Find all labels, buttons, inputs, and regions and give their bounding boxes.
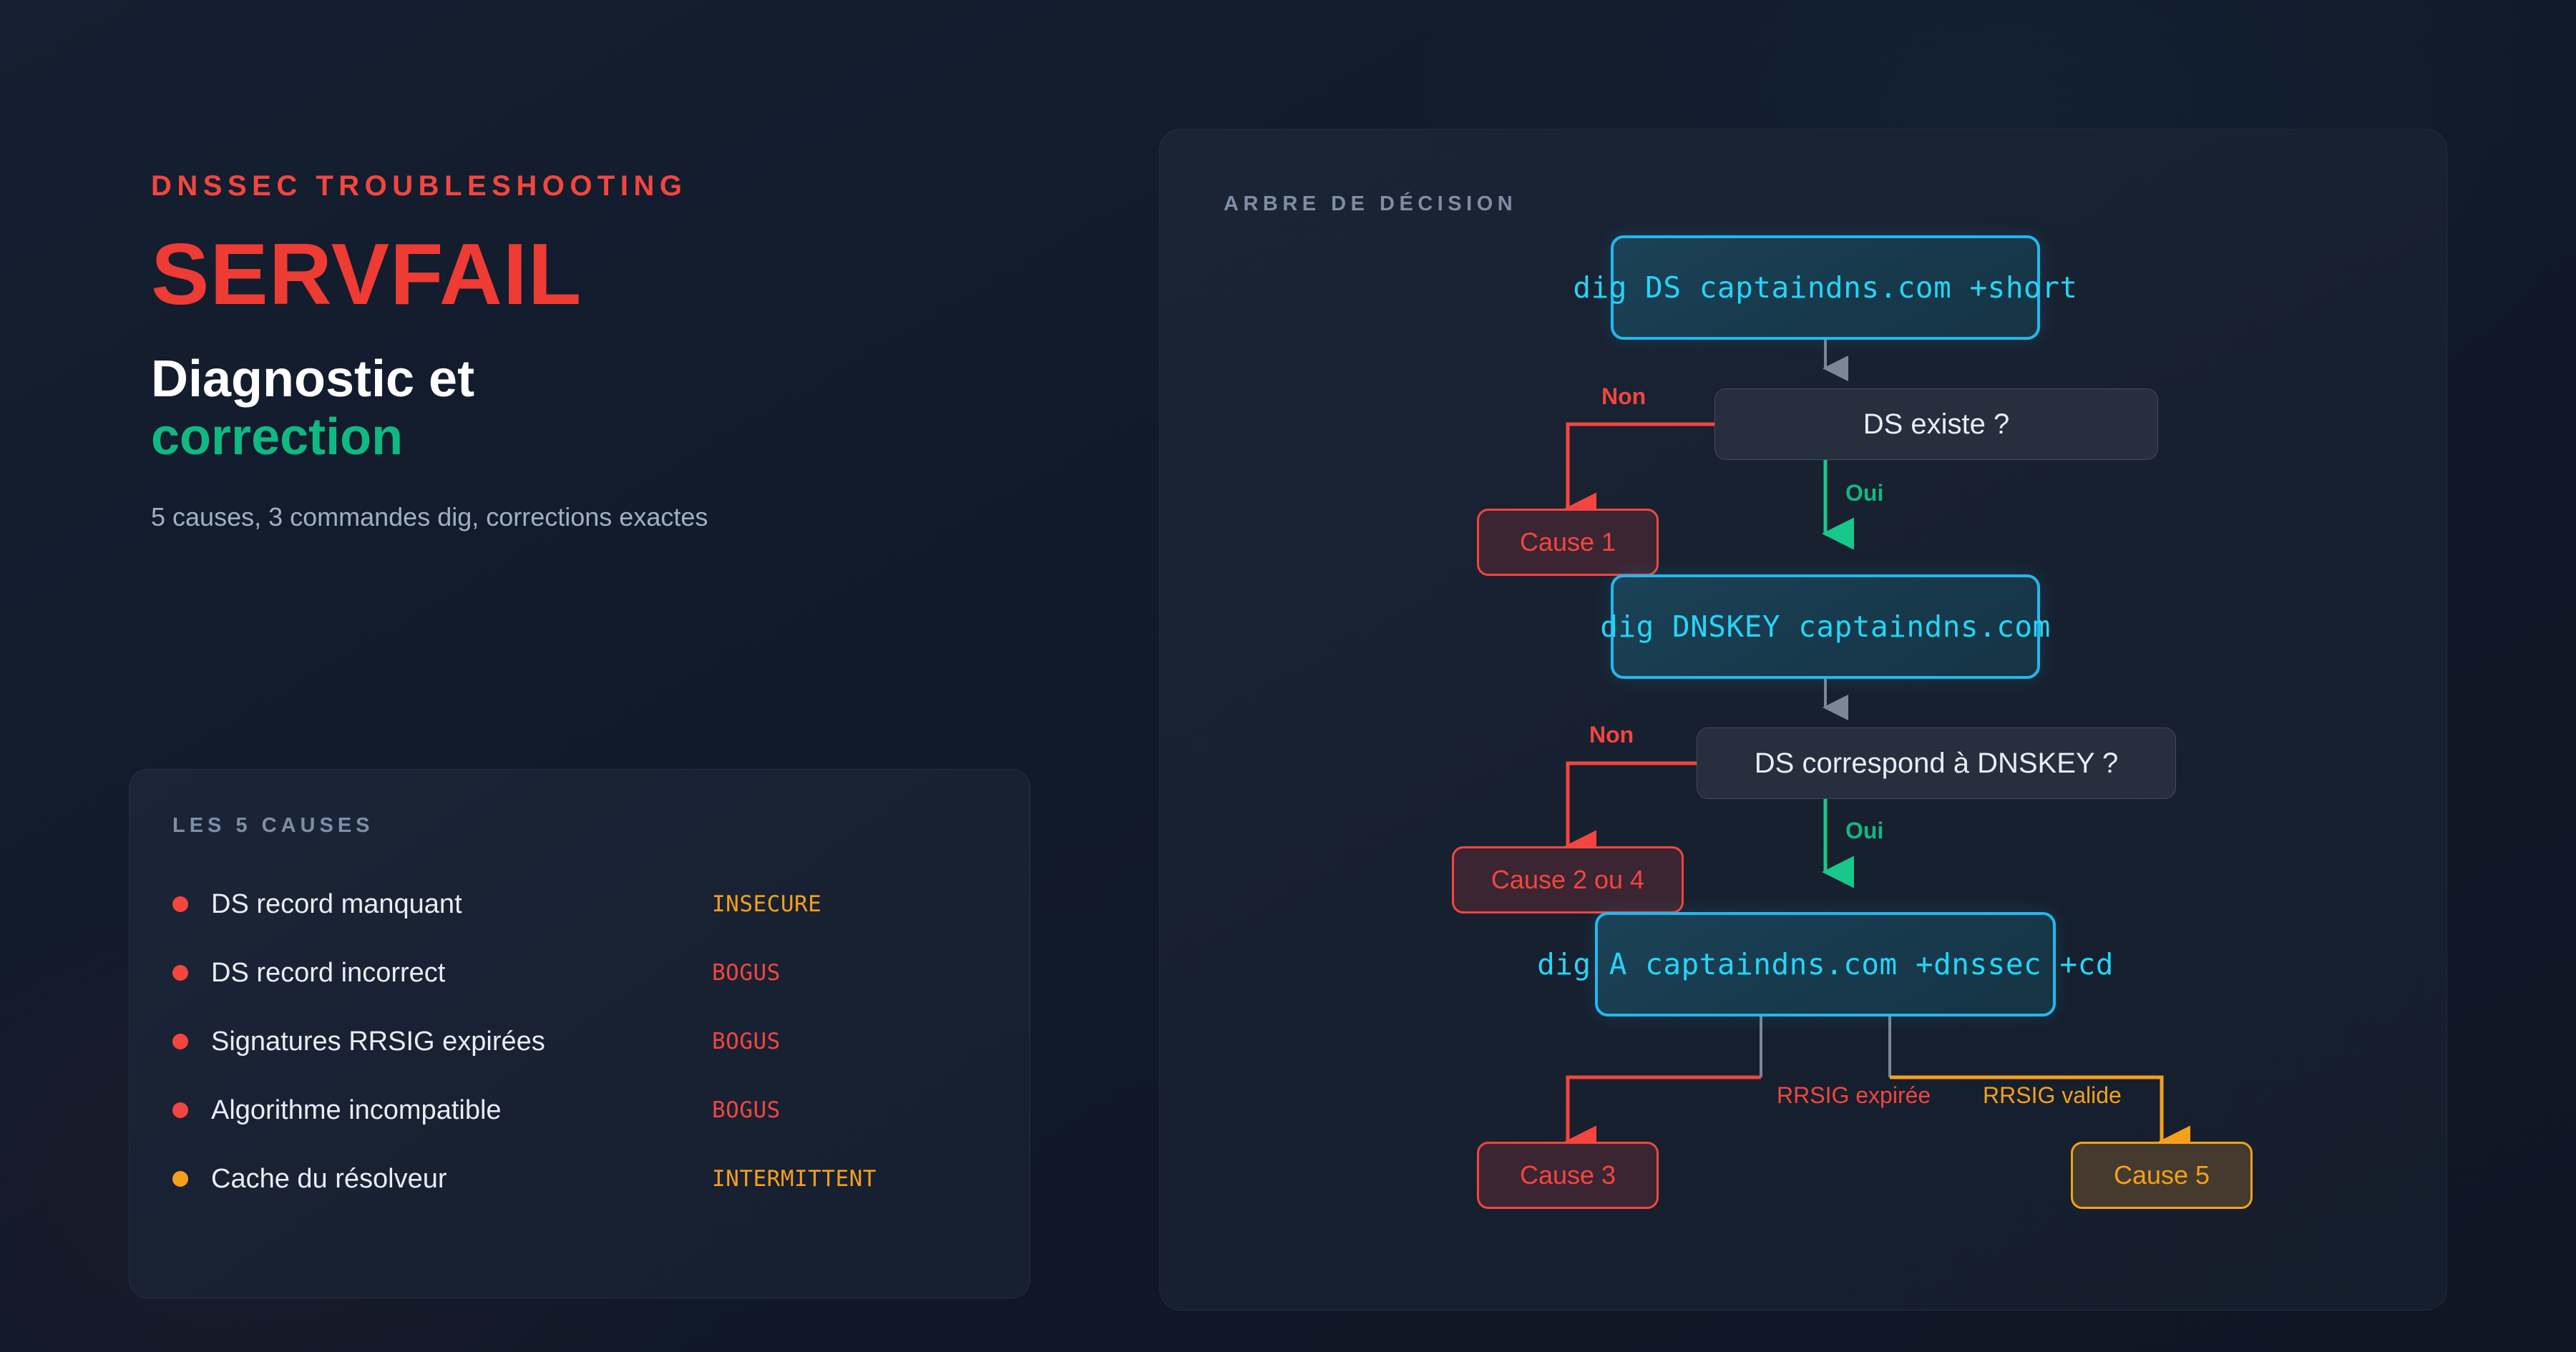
- command-text: dig A captaindns.com +dnssec +cd: [1537, 947, 2114, 981]
- decision-node-ds-exists[interactable]: DS existe ?: [1714, 388, 2158, 460]
- status-badge: BOGUS: [712, 1097, 781, 1123]
- list-item: Algorithme incompatible BOGUS: [172, 1076, 995, 1145]
- outcome-text: Cause 2 ou 4: [1491, 865, 1645, 894]
- outcome-text: Cause 1: [1519, 527, 1616, 557]
- cause-label: DS record incorrect: [211, 957, 446, 988]
- command-node-dig-a-dnssec[interactable]: dig A captaindns.com +dnssec +cd: [1537, 912, 2113, 1017]
- page-title: SERVFAIL: [151, 225, 582, 323]
- decision-text: DS existe ?: [1863, 408, 2010, 440]
- status-badge: BOGUS: [712, 960, 781, 986]
- command-node-dig-dnskey[interactable]: dig DNSKEY captaindns.com: [1600, 574, 2050, 679]
- causes-list: DS record manquant INSECURE DS record in…: [172, 870, 995, 1213]
- hero-block: DNSSEC TROUBLESHOOTING SERVFAIL Diagnost…: [151, 172, 1031, 532]
- status-dot-icon: [172, 965, 188, 981]
- decision-text: DS correspond à DNSKEY ?: [1754, 747, 2119, 779]
- status-badge: INTERMITTENT: [712, 1166, 877, 1192]
- list-item: Cache du résolveur INTERMITTENT: [172, 1145, 995, 1213]
- status-dot-icon: [172, 1102, 188, 1118]
- command-text: dig DS captaindns.com +short: [1573, 270, 2078, 305]
- edge-label-rrsig-expired: RRSIG expirée: [1777, 1082, 1931, 1108]
- list-item: DS record manquant INSECURE: [172, 870, 995, 939]
- hero-subtitle-line1: Diagnostic et: [151, 351, 475, 408]
- status-badge: INSECURE: [712, 891, 822, 917]
- outcome-node-cause-1[interactable]: Cause 1: [1477, 509, 1659, 576]
- command-text: dig DNSKEY captaindns.com: [1600, 609, 2051, 644]
- hero-tagline: 5 causes, 3 commandes dig, corrections e…: [151, 502, 708, 532]
- cause-label: Cache du résolveur: [211, 1163, 447, 1194]
- decision-tree-panel: ARBRE DE DÉCISION: [1159, 129, 2447, 1311]
- causes-card-heading: LES 5 CAUSES: [172, 814, 374, 837]
- edge-label-oui-2: Oui: [1845, 818, 1884, 843]
- causes-card: LES 5 CAUSES DS record manquant INSECURE…: [129, 769, 1030, 1298]
- cause-label: DS record manquant: [211, 888, 462, 919]
- outcome-node-cause-2-or-4[interactable]: Cause 2 ou 4: [1452, 846, 1684, 913]
- command-node-dig-ds[interactable]: dig DS captaindns.com +short: [1573, 235, 2077, 340]
- status-dot-icon: [172, 896, 188, 912]
- outcome-text: Cause 5: [2113, 1160, 2210, 1190]
- edge-label-oui-1: Oui: [1845, 480, 1884, 506]
- outcome-node-cause-3[interactable]: Cause 3: [1477, 1142, 1659, 1209]
- status-badge: BOGUS: [712, 1029, 781, 1054]
- edge-label-non-2: Non: [1589, 722, 1634, 748]
- edge-label-non-1: Non: [1601, 383, 1646, 409]
- outcome-node-cause-5[interactable]: Cause 5: [2071, 1142, 2253, 1209]
- decision-tree-heading: ARBRE DE DÉCISION: [1224, 192, 1518, 215]
- hero-eyebrow: DNSSEC TROUBLESHOOTING: [151, 170, 688, 202]
- list-item: Signatures RRSIG expirées BOGUS: [172, 1007, 995, 1076]
- edge-label-rrsig-valid: RRSIG valide: [1983, 1082, 2122, 1108]
- cause-label: Signatures RRSIG expirées: [211, 1026, 545, 1057]
- decision-node-ds-matches-dnskey[interactable]: DS correspond à DNSKEY ?: [1697, 728, 2176, 799]
- outcome-text: Cause 3: [1519, 1160, 1616, 1190]
- flow-connectors: [1564, 340, 2190, 1158]
- status-dot-icon: [172, 1034, 188, 1049]
- status-dot-icon: [172, 1171, 188, 1187]
- cause-label: Algorithme incompatible: [211, 1094, 502, 1125]
- hero-subtitle-line2: correction: [151, 408, 404, 466]
- list-item: DS record incorrect BOGUS: [172, 939, 995, 1007]
